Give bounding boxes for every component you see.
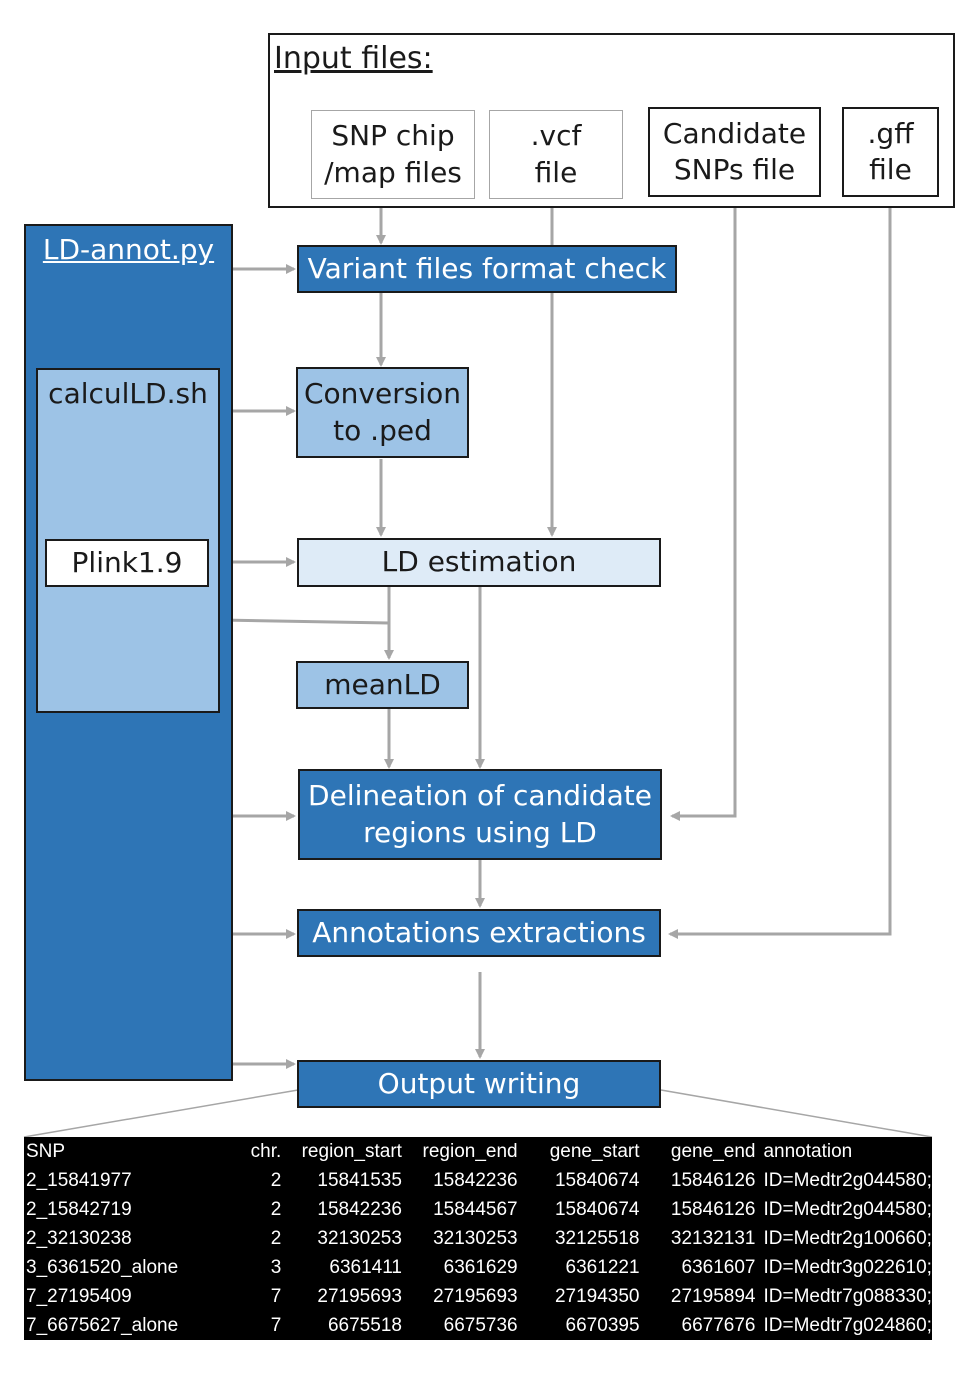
gff-line1: .gff	[867, 116, 914, 150]
conversion-line2: to .ped	[333, 413, 432, 447]
table-cell: 27194350	[554, 1285, 640, 1307]
table-cell: 32125518	[554, 1227, 640, 1249]
arrow-gff-to-annotations	[668, 198, 892, 939]
step-delineation: Delineation of candidate regions using L…	[298, 769, 662, 860]
calculld-title: calculLD.sh	[48, 377, 208, 410]
zoom-line-left	[23, 1089, 299, 1138]
snpchip-line2: /map files	[324, 155, 462, 189]
table-cell: 27195693	[433, 1285, 518, 1307]
step-ld-estimation: LD estimation	[297, 538, 661, 587]
table-cell: 15842236	[433, 1169, 518, 1191]
table-cell: 6675736	[443, 1314, 518, 1336]
col-chr: chr.	[250, 1140, 282, 1162]
table-cell: 15840674	[554, 1169, 640, 1191]
annotations-label: Annotations extractions	[312, 915, 646, 949]
table-cell: 6361411	[329, 1256, 402, 1278]
table-row: 3_6361520_alone 3 6361411 6361629 6361221 636…	[24, 1253, 932, 1282]
ld-annot-title: LD-annot.py	[42, 233, 215, 266]
table-cell: 3	[270, 1256, 282, 1278]
snpchip-line1: SNP chip	[331, 119, 455, 153]
table-cell: 7	[270, 1285, 282, 1307]
meanld-label: meanLD	[324, 667, 441, 701]
table-cell: 32130253	[433, 1227, 518, 1249]
table-cell: 27195894	[670, 1285, 756, 1307]
plink-tool: Plink1.9	[45, 539, 209, 587]
table-row: 2_15841977 2 15841535 15842236 15840674 15846…	[24, 1166, 932, 1195]
table-cell: ID=Medtr2g100660;	[763, 1227, 932, 1249]
output-table: SNP chr. region_start region_end gene_st…	[24, 1137, 932, 1340]
zoom-line-right	[660, 1089, 933, 1138]
table-cell: 2	[270, 1169, 282, 1191]
table-row: 2_32130238 2 32130253 32130253 32125518 32132…	[24, 1224, 932, 1253]
step-annotations: Annotations extractions	[297, 909, 661, 957]
candidate-snps-file: Candidate SNPs file	[648, 107, 821, 197]
conversion-line1: Conversion	[304, 377, 461, 411]
delineation-line1: Delineation of candidate	[308, 779, 652, 813]
format-check-label: Variant files format check	[307, 251, 667, 285]
table-cell: 15846126	[670, 1169, 756, 1191]
table-cell: 7_27195409	[26, 1285, 132, 1307]
table-cell: 6361221	[565, 1256, 640, 1278]
table-cell: 7_6675627_alone	[26, 1314, 179, 1336]
table-cell: ID=Medtr7g024860;	[763, 1314, 932, 1336]
output-table-header: SNP chr. region_start region_end gene_st…	[24, 1137, 932, 1166]
table-row: 2_15842719 2 15842236 15844567 15840674 15846…	[24, 1195, 932, 1224]
table-cell: 32130253	[317, 1227, 402, 1249]
table-cell: ID=Medtr2g044580;	[763, 1198, 932, 1220]
col-gene-end: gene_end	[670, 1140, 756, 1162]
step-output: Output writing	[297, 1060, 661, 1108]
candidate-line1: Candidate	[662, 116, 807, 150]
candidate-line2: SNPs file	[673, 153, 796, 186]
arrow-candidate-to-delineation	[670, 198, 737, 821]
snpchip-map-files: SNP chip /map files	[311, 110, 475, 199]
table-cell: 2_15842719	[26, 1198, 132, 1220]
gff-line2: file	[869, 153, 912, 186]
ld-estimation-label: LD estimation	[381, 545, 577, 579]
delineation-line2: regions using LD	[363, 815, 597, 849]
col-region-end: region_end	[422, 1140, 518, 1162]
table-cell: 2_15841977	[26, 1169, 132, 1191]
input-files-title: Input files:	[274, 41, 433, 76]
vcf-line2: file	[534, 155, 578, 189]
table-cell: 15846126	[670, 1198, 756, 1220]
step-meanld: meanLD	[296, 661, 469, 709]
table-cell: 2	[270, 1227, 282, 1249]
table-cell: 2_32130238	[26, 1227, 132, 1249]
table-cell: 6361629	[443, 1256, 518, 1278]
table-cell: ID=Medtr3g022610;	[763, 1256, 932, 1278]
table-cell: 6677676	[681, 1314, 756, 1336]
gff-file: .gff file	[842, 107, 939, 197]
table-cell: ID=Medtr2g044580;	[763, 1169, 932, 1191]
table-cell: 6675518	[327, 1314, 402, 1336]
step-conversion: Conversion to .ped	[296, 367, 469, 458]
table-cell: 32132131	[670, 1227, 756, 1249]
table-cell: 27195693	[317, 1285, 402, 1307]
table-cell: 15840674	[554, 1198, 640, 1220]
col-annotation: annotation	[763, 1140, 853, 1162]
table-row: 7_6675627_alone 7 6675518 6675736 6670395 667…	[24, 1311, 932, 1340]
plink-label: Plink1.9	[71, 545, 183, 579]
col-gene-start: gene_start	[549, 1140, 640, 1162]
step-format-check: Variant files format check	[297, 245, 677, 293]
col-snp: SNP	[26, 1140, 66, 1162]
table-cell: 15841535	[317, 1169, 402, 1191]
table-cell: ID=Medtr7g088330;	[763, 1285, 932, 1307]
vcf-line1: .vcf	[530, 119, 582, 153]
table-cell: 2	[270, 1198, 282, 1220]
table-cell: 6670395	[565, 1314, 640, 1336]
table-cell: 6361607	[681, 1256, 756, 1278]
table-cell: 15844567	[433, 1198, 518, 1220]
table-cell: 15842236	[317, 1198, 402, 1220]
table-cell: 3_6361520_alone	[26, 1256, 179, 1278]
arrow-calcul-to-meanld	[219, 618, 390, 625]
output-label: Output writing	[377, 1066, 581, 1100]
table-row: 7_27195409 7 27195693 27195693 27194350 27195…	[24, 1282, 932, 1311]
col-region-start: region_start	[301, 1140, 402, 1162]
table-cell: 7	[270, 1314, 282, 1336]
vcf-file: .vcf file	[489, 110, 623, 199]
